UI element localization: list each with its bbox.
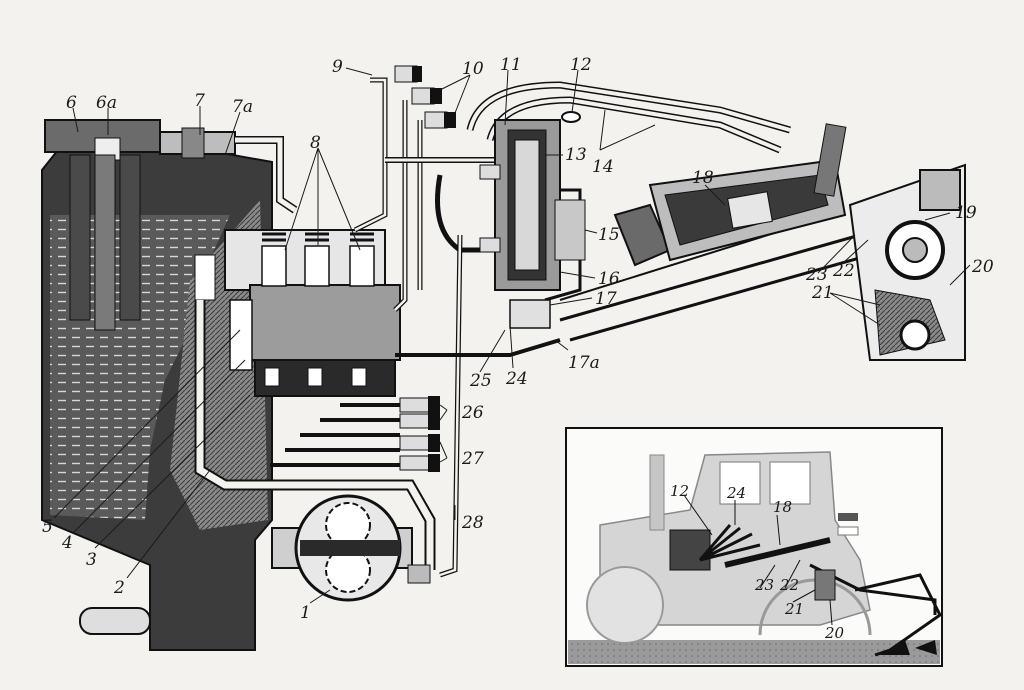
hitch-linkage: [848, 163, 966, 361]
callout-7: 7: [194, 91, 205, 111]
oil-tank: [41, 119, 273, 651]
callout-23: 23: [805, 265, 828, 285]
callout-13: 13: [565, 145, 587, 165]
callout-20: 20: [971, 257, 994, 277]
callout-19: 19: [955, 203, 977, 223]
inset-tractor-view: [565, 427, 943, 667]
quick-couplings: [394, 65, 456, 472]
inset-label-24: 24: [726, 484, 746, 502]
callout-7a: 7a: [232, 97, 253, 117]
callout-26: 26: [461, 403, 484, 423]
inset-label-21: 21: [784, 600, 804, 618]
callout-3: 3: [86, 550, 97, 570]
callout-14: 14: [592, 157, 614, 177]
callout-18: 18: [692, 168, 714, 188]
gear-pump: [271, 494, 431, 602]
callout-1: 1: [300, 603, 311, 623]
callout-17a: 17a: [568, 353, 600, 373]
air-valve: [561, 111, 581, 123]
distributor-valve: [194, 229, 401, 397]
callout-16: 16: [598, 269, 620, 289]
callout-labels: 1 2 3 4 5 6 6a 7 7a 8 9 10 11 12 13 14 1…: [42, 55, 994, 623]
callout-28: 28: [461, 513, 484, 533]
inset-label-18: 18: [773, 498, 792, 516]
power-cylinder: [613, 123, 847, 267]
callout-24: 24: [505, 369, 528, 389]
inset-labels: 12 24 18 23 22 21 20: [670, 482, 845, 642]
callout-21: 21: [811, 283, 834, 303]
callout-15: 15: [598, 225, 620, 245]
inset-label-22: 22: [779, 576, 799, 594]
callout-22: 22: [832, 261, 855, 281]
power-regulator: [479, 119, 586, 329]
inset-label-23: 23: [754, 576, 774, 594]
callout-11: 11: [500, 55, 522, 75]
filler-neck: [159, 127, 236, 159]
callout-12: 12: [570, 55, 592, 75]
callout-25: 25: [469, 371, 492, 391]
inset-label-20: 20: [824, 624, 845, 642]
callout-8: 8: [310, 133, 321, 153]
callout-4: 4: [61, 533, 73, 553]
callout-6: 6: [66, 93, 77, 113]
callout-6a: 6a: [96, 93, 117, 113]
callout-10: 10: [462, 59, 484, 79]
callout-9: 9: [332, 57, 343, 77]
callout-27: 27: [461, 449, 484, 469]
callout-2: 2: [113, 578, 125, 598]
callout-17: 17: [595, 289, 617, 309]
leader-lines: [53, 67, 971, 604]
callout-5: 5: [42, 517, 53, 537]
inset-label-12: 12: [670, 482, 689, 500]
